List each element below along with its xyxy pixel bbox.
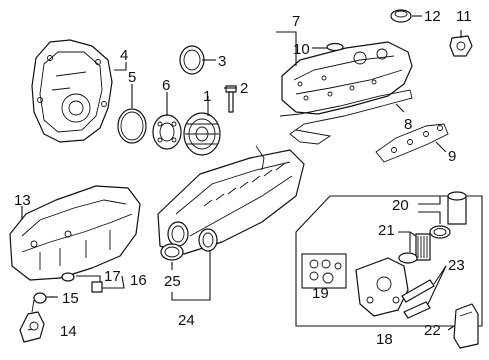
- callout-13: 13: [14, 192, 31, 209]
- callout-7: 7: [292, 13, 300, 30]
- callout-14: 14: [60, 323, 77, 340]
- callout-3: 3: [218, 53, 226, 70]
- callout-17: 17: [104, 268, 121, 285]
- part-4-drawing: [31, 39, 113, 143]
- callout-21: 21: [378, 222, 395, 239]
- callout-6: 6: [162, 77, 170, 94]
- callout-4: 4: [120, 47, 128, 64]
- callout-labels: 1 2 3 4 5 6 7 8 9 10 11 12 13 14 15 16 1…: [14, 8, 472, 348]
- part-23-drawing: [355, 257, 435, 319]
- part-21-drawing: [398, 233, 431, 264]
- callout-8: 8: [404, 116, 412, 133]
- part-22-drawing: [453, 303, 479, 349]
- part-18-frame: [295, 195, 483, 327]
- callout-16: 16: [130, 272, 147, 289]
- callout-24: 24: [178, 312, 195, 329]
- part-8-drawing: [279, 89, 413, 145]
- callout-9: 9: [448, 148, 456, 165]
- callout-10: 10: [293, 41, 310, 58]
- part-2-drawing: [225, 85, 237, 113]
- callout-18: 18: [376, 331, 393, 348]
- part-20-drawing: [429, 191, 467, 239]
- callout-15: 15: [62, 290, 79, 307]
- part-14-drawing: [19, 299, 45, 343]
- callout-5: 5: [128, 69, 136, 86]
- part-16-drawing: [91, 281, 103, 293]
- part-1-drawing: [183, 112, 221, 156]
- callout-2: 2: [240, 80, 248, 97]
- part-17-drawing: [61, 272, 75, 282]
- part-11-drawing: [449, 35, 473, 57]
- part-13-drawing: [9, 185, 141, 281]
- part-15-drawing: [33, 292, 47, 304]
- part-3-drawing: [179, 45, 205, 75]
- callout-19: 19: [312, 285, 329, 302]
- callout-25: 25: [164, 273, 181, 290]
- part-25-drawing: [160, 243, 184, 261]
- part-12-drawing: [390, 9, 412, 23]
- part-19-drawing: [301, 253, 347, 289]
- part-9-drawing: [375, 123, 449, 163]
- part-6-drawing: [152, 114, 182, 150]
- part-10-drawing: [326, 42, 344, 52]
- callout-1: 1: [203, 88, 211, 105]
- callout-12: 12: [424, 8, 441, 25]
- part-24-drawing: [157, 145, 305, 255]
- callout-23: 23: [448, 257, 465, 274]
- leader-lines: [21, 15, 462, 331]
- callout-20: 20: [392, 197, 409, 214]
- part-5-drawing: [117, 108, 147, 144]
- callout-11: 11: [456, 8, 472, 25]
- callout-22: 22: [424, 322, 441, 339]
